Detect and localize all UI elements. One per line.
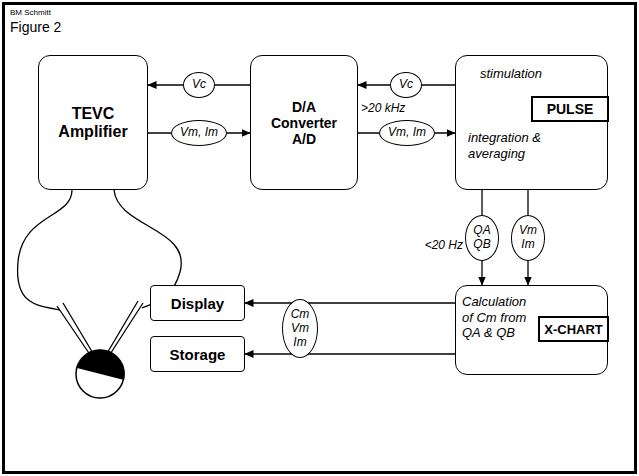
box-text: Display — [171, 295, 224, 312]
output-box: Storage — [150, 336, 245, 372]
box-text: X-CHART — [544, 322, 603, 337]
signal-ellipse: Vc — [183, 72, 215, 98]
rate-label: <20 Hz — [425, 238, 463, 252]
signal-ellipse: Vm Im — [511, 215, 545, 261]
program-box: X-CHART — [538, 316, 609, 342]
signal-arrow — [245, 353, 455, 354]
oocyte-cell — [76, 350, 124, 398]
author-note: BM Schmitt — [10, 8, 51, 17]
calculation-box: Calculation of Cm from QA & QB X-CHART — [455, 285, 608, 375]
box-text: Calculation of Cm from QA & QB — [462, 294, 532, 341]
signal-ellipse: Vm, Im — [379, 120, 435, 146]
box-text: TEVC Amplifier — [43, 105, 143, 141]
rate-label: >20 kHz — [361, 101, 405, 115]
signal-ellipse: QA QB — [465, 215, 499, 261]
electrode-wire — [18, 190, 72, 310]
box-text: stimulation — [456, 66, 566, 82]
amplifier-box: TEVC Amplifier — [38, 55, 148, 190]
converter-box: D/A Converter A/D — [250, 55, 358, 190]
box-text: integration & averaging — [468, 130, 548, 161]
output-box: Display — [150, 285, 245, 321]
program-box: PULSE — [531, 96, 609, 122]
box-text: Storage — [170, 346, 226, 363]
signal-ellipse: Cm Vm Im — [282, 299, 318, 358]
signal-arrow — [245, 302, 455, 303]
signal-ellipse: Vc — [390, 72, 422, 98]
signal-ellipse: Vm, Im — [171, 120, 227, 146]
box-text: D/A Converter A/D — [259, 99, 349, 147]
animal-pole — [77, 350, 125, 380]
processing-box: stimulation integration & averaging PULSE — [455, 55, 608, 190]
box-text: PULSE — [547, 101, 594, 117]
figure-title: Figure 2 — [10, 19, 61, 35]
